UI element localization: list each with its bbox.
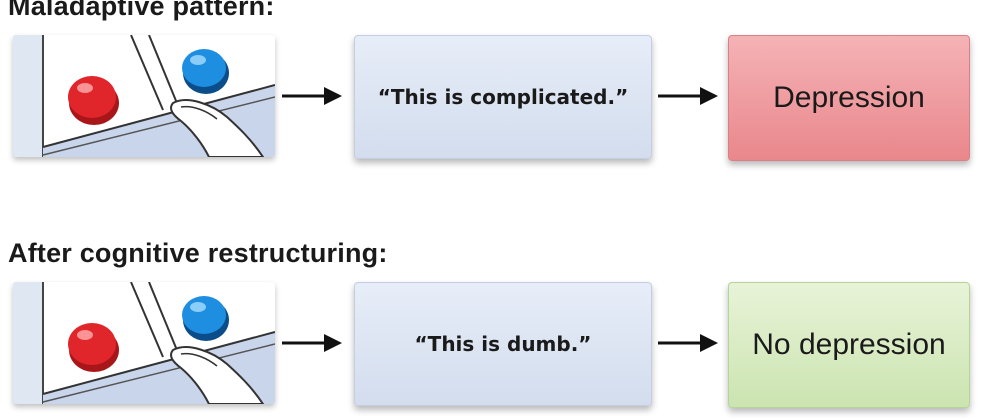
two-buttons-panel-restructured [13, 282, 275, 404]
heading-maladaptive: Maladaptive pattern: [8, 0, 275, 21]
two-buttons-meme-icon [42, 282, 275, 404]
thought-text: “This is complicated.” [377, 85, 629, 109]
right-arrow-icon [282, 334, 342, 352]
thought-box-complicated: “This is complicated.” [354, 35, 652, 159]
thought-text: “This is dumb.” [414, 332, 592, 356]
outcome-box-no-depression: No depression [728, 282, 970, 408]
outcome-text: Depression [773, 81, 925, 114]
right-arrow-icon [658, 334, 718, 352]
two-buttons-meme-icon [42, 35, 275, 157]
two-buttons-panel-maladaptive [13, 35, 275, 157]
right-arrow-icon [282, 87, 342, 105]
outcome-text: No depression [752, 328, 946, 361]
outcome-box-depression: Depression [728, 35, 970, 161]
thought-box-dumb: “This is dumb.” [354, 282, 652, 406]
heading-after-restructuring: After cognitive restructuring: [8, 238, 388, 268]
right-arrow-icon [658, 87, 718, 105]
